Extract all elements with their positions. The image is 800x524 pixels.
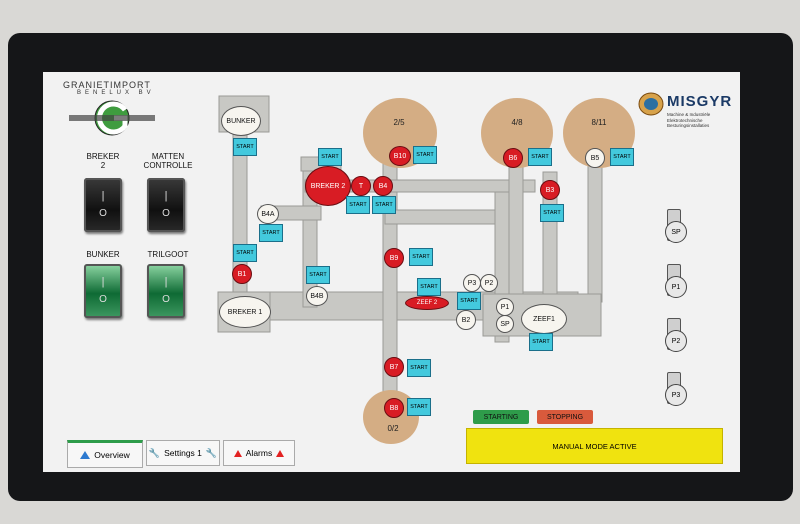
unit-bunker[interactable]: BUNKER <box>221 106 261 136</box>
start-button-zeef2[interactable]: START <box>417 278 441 296</box>
start-button-bunker[interactable]: START <box>233 138 257 156</box>
manual-mode-banner: MANUAL MODE ACTIVE <box>466 428 723 464</box>
arrow-up-icon <box>80 451 91 459</box>
pump-p2[interactable]: P2 <box>661 316 689 354</box>
misgyr-logo-badge <box>638 92 664 116</box>
hmi-screen: GRANIETIMPORT BENELUX BV MISGYR Machine … <box>43 72 740 472</box>
start-button-zeef1[interactable]: START <box>529 333 553 351</box>
switch-label-breker2: BREKER 2 <box>86 152 120 170</box>
conveyor-b6-vertical <box>508 151 524 303</box>
unit-breker1[interactable]: BREKER 1 <box>219 296 271 328</box>
start-button-b10[interactable]: START <box>413 146 437 164</box>
start-button-b2[interactable]: START <box>457 292 481 310</box>
alarms-button[interactable]: Alarms <box>223 440 295 466</box>
switch-on-mark: | <box>164 190 168 202</box>
switch-on-mark: | <box>101 190 105 202</box>
granietimport-logo <box>69 100 155 136</box>
switch-label-trilgoot: TRILGOOT <box>147 250 189 259</box>
company-subtitle: BENELUX BV <box>77 90 155 96</box>
unit-p1[interactable]: P1 <box>496 298 514 316</box>
silo-label-0-2: 0/2 <box>387 424 399 433</box>
unit-t[interactable]: T <box>351 176 371 196</box>
unit-p2[interactable]: P2 <box>480 274 498 292</box>
unit-zeef1[interactable]: ZEEF1 <box>521 304 567 334</box>
unit-b3[interactable]: B3 <box>540 180 560 200</box>
status-starting[interactable]: STARTING <box>473 410 529 424</box>
switch-off-mark: O <box>162 294 170 305</box>
silo-label-4-8: 4/8 <box>511 118 523 127</box>
pump-label: P3 <box>665 384 687 406</box>
unit-b7[interactable]: B7 <box>384 357 404 377</box>
switch-off-mark: O <box>99 294 107 305</box>
unit-b2[interactable]: B2 <box>456 310 476 330</box>
unit-b10[interactable]: B10 <box>389 146 411 166</box>
start-button-t[interactable]: START <box>346 196 370 214</box>
switch-on-mark: | <box>101 276 105 288</box>
start-button-b3[interactable]: START <box>540 204 564 222</box>
start-button-b4b[interactable]: START <box>306 266 330 284</box>
pump-p1[interactable]: P1 <box>661 262 689 300</box>
pump-label: P2 <box>665 330 687 352</box>
unit-b6[interactable]: B6 <box>503 148 523 168</box>
overview-label: Overview <box>94 450 130 460</box>
switch-off-mark: O <box>162 208 170 219</box>
unit-b8[interactable]: B8 <box>384 398 404 418</box>
settings-label: Settings 1 <box>164 448 202 458</box>
switch-breker2[interactable]: | O <box>84 178 122 232</box>
switch-matten-controlle[interactable]: | O <box>147 178 185 232</box>
switch-label-bunker: BUNKER <box>86 250 120 259</box>
switch-trilgoot[interactable]: | O <box>147 264 185 318</box>
company-name: GRANIETIMPORT <box>63 80 151 90</box>
start-button-b4[interactable]: START <box>372 196 396 214</box>
start-button-b6[interactable]: START <box>528 148 552 166</box>
partner-tagline-1: Machine & Industriële <box>667 112 711 117</box>
conveyor-mid-horizontal <box>384 209 506 225</box>
pump-label: P1 <box>665 276 687 298</box>
alarm-icon <box>233 449 242 457</box>
start-button-b4a[interactable]: START <box>259 224 283 242</box>
start-button-b5[interactable]: START <box>610 148 634 166</box>
silo-label-8-11: 8/11 <box>591 118 607 127</box>
start-button-b7[interactable]: START <box>407 359 431 377</box>
switch-off-mark: O <box>99 208 107 219</box>
unit-b4b[interactable]: B4B <box>306 286 328 306</box>
unit-b1[interactable]: B1 <box>232 264 252 284</box>
pump-p3[interactable]: P3 <box>661 370 689 408</box>
unit-b4[interactable]: B4 <box>373 176 393 196</box>
unit-b4a[interactable]: B4A <box>257 204 279 224</box>
unit-breker2[interactable]: BREKER 2 <box>305 166 351 206</box>
partner-name: MISGYR <box>667 93 733 110</box>
unit-zeef2[interactable]: ZEEF 2 <box>405 296 449 310</box>
pump-label: SP <box>665 221 687 243</box>
partner-tagline-2: Elektrotechnische Besturingsinstallaties <box>667 118 710 128</box>
settings-button[interactable]: 🔧 Settings 1 🔧 <box>146 440 220 466</box>
alarm-icon <box>276 449 285 457</box>
switch-label-matten-controlle: MATTEN CONTROLLE <box>143 152 193 170</box>
start-button-b1[interactable]: START <box>233 244 257 262</box>
switch-bunker[interactable]: | O <box>84 264 122 318</box>
start-button-b8[interactable]: START <box>407 398 431 416</box>
silo-label-2-5: 2/5 <box>393 118 405 127</box>
start-button-b9[interactable]: START <box>409 248 433 266</box>
pump-sp[interactable]: SP <box>661 207 689 245</box>
alarms-label: Alarms <box>245 448 273 458</box>
wrench-icon: 🔧 <box>148 447 161 458</box>
unit-sp[interactable]: SP <box>496 315 514 333</box>
unit-p3[interactable]: P3 <box>463 274 481 292</box>
status-stopping[interactable]: STOPPING <box>537 410 593 424</box>
wrench-icon: 🔧 <box>205 447 218 458</box>
overview-button[interactable]: Overview <box>67 440 143 468</box>
unit-b5[interactable]: B5 <box>585 148 605 168</box>
unit-b9[interactable]: B9 <box>384 248 404 268</box>
switch-on-mark: | <box>164 276 168 288</box>
start-button-breker2[interactable]: START <box>318 148 342 166</box>
